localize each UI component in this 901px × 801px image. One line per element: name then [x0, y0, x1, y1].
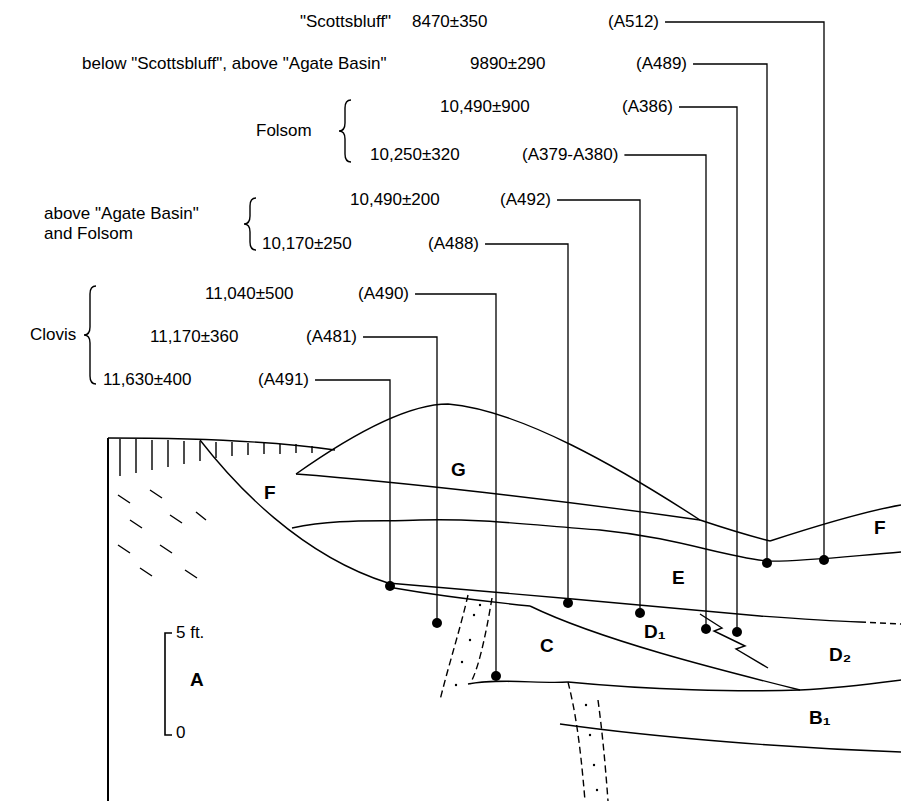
- fault-line: [598, 700, 608, 801]
- layer-c-top: [388, 587, 530, 606]
- stipple-dot: [469, 639, 471, 641]
- group-name: Folsom: [256, 121, 312, 141]
- fault-line: [568, 682, 585, 801]
- leader-line: [415, 294, 496, 676]
- leader-line: [485, 244, 568, 603]
- layer-b-base: [560, 724, 901, 752]
- interfingering: [700, 614, 768, 668]
- sample-number: (A512): [608, 12, 659, 32]
- leader-line: [693, 64, 767, 563]
- layer-a-top: [200, 440, 388, 583]
- group-brace: [244, 198, 256, 250]
- ground-surface: [108, 438, 335, 450]
- site-name: "Scottsbluff": [300, 12, 391, 32]
- layer-e-base-dashed: [860, 622, 901, 624]
- unit-letter: C: [540, 635, 554, 658]
- stipple-dot: [596, 789, 598, 791]
- stipple-dot: [455, 684, 457, 686]
- fault-line: [440, 595, 468, 700]
- scale-label: 5 ft.: [176, 623, 204, 643]
- sample-number: (A489): [636, 54, 687, 74]
- unit-letter: B₁: [809, 707, 831, 730]
- scale-bar: [165, 633, 172, 735]
- scale-label: 0: [176, 723, 185, 743]
- stipple-dot: [461, 661, 463, 663]
- section-edge: [107, 438, 109, 801]
- unit-letter: E: [672, 567, 685, 590]
- layer-b-top: [568, 680, 901, 691]
- group-name: above "Agate Basin" and Folsom: [44, 204, 216, 245]
- radiocarbon-date: 10,490±200: [350, 190, 440, 210]
- stipple-dot: [585, 704, 587, 706]
- sample-number: (A386): [622, 97, 673, 117]
- unit-letter: G: [451, 459, 466, 482]
- layer-f-base: [292, 520, 901, 561]
- sample-number: (A490): [358, 284, 409, 304]
- group-brace: [84, 286, 96, 384]
- leader-line: [665, 22, 824, 560]
- radiocarbon-date: 10,170±250: [262, 234, 352, 254]
- radiocarbon-date: 10,490±900: [440, 97, 530, 117]
- radiocarbon-date: 11,630±400: [103, 370, 191, 390]
- layer-e-base: [388, 583, 860, 622]
- leader-line: [679, 107, 737, 632]
- layer-d-base: [530, 606, 800, 690]
- stipple-dot: [479, 604, 481, 606]
- radiocarbon-date: 11,170±360: [150, 327, 238, 347]
- unit-letter: A: [190, 669, 204, 692]
- radiocarbon-date: 10,250±320: [370, 145, 460, 165]
- layer-c-base: [468, 681, 568, 684]
- unit-letter: D₂: [829, 644, 851, 667]
- leader-line: [624, 155, 706, 629]
- group-brace: [339, 100, 351, 162]
- leader-line: [315, 380, 390, 586]
- sample-number: (A481): [306, 327, 357, 347]
- site-name: below "Scottsbluff", above "Agate Basin": [82, 54, 387, 74]
- fault-line: [470, 598, 492, 684]
- sample-number: (A492): [500, 190, 551, 210]
- stipple-dot: [589, 734, 591, 736]
- unit-letter: F: [264, 482, 276, 505]
- radiocarbon-date: 8470±350: [412, 12, 488, 32]
- group-name: Clovis: [30, 325, 76, 345]
- sample-number: (A488): [428, 234, 479, 254]
- layer-f-top: [770, 505, 901, 541]
- radiocarbon-date: 11,040±500: [205, 284, 293, 304]
- unit-letter: D₁: [644, 621, 666, 644]
- sample-number: (A379-A380): [522, 145, 618, 165]
- soil-tick: [120, 439, 312, 476]
- unit-letter: F: [874, 517, 886, 540]
- radiocarbon-date: 9890±290: [470, 54, 546, 74]
- stipple-dot: [473, 614, 475, 616]
- leader-line: [557, 200, 640, 613]
- sample-number: (A491): [258, 370, 309, 390]
- soil-slash: [118, 490, 206, 578]
- stipple-dot: [593, 764, 595, 766]
